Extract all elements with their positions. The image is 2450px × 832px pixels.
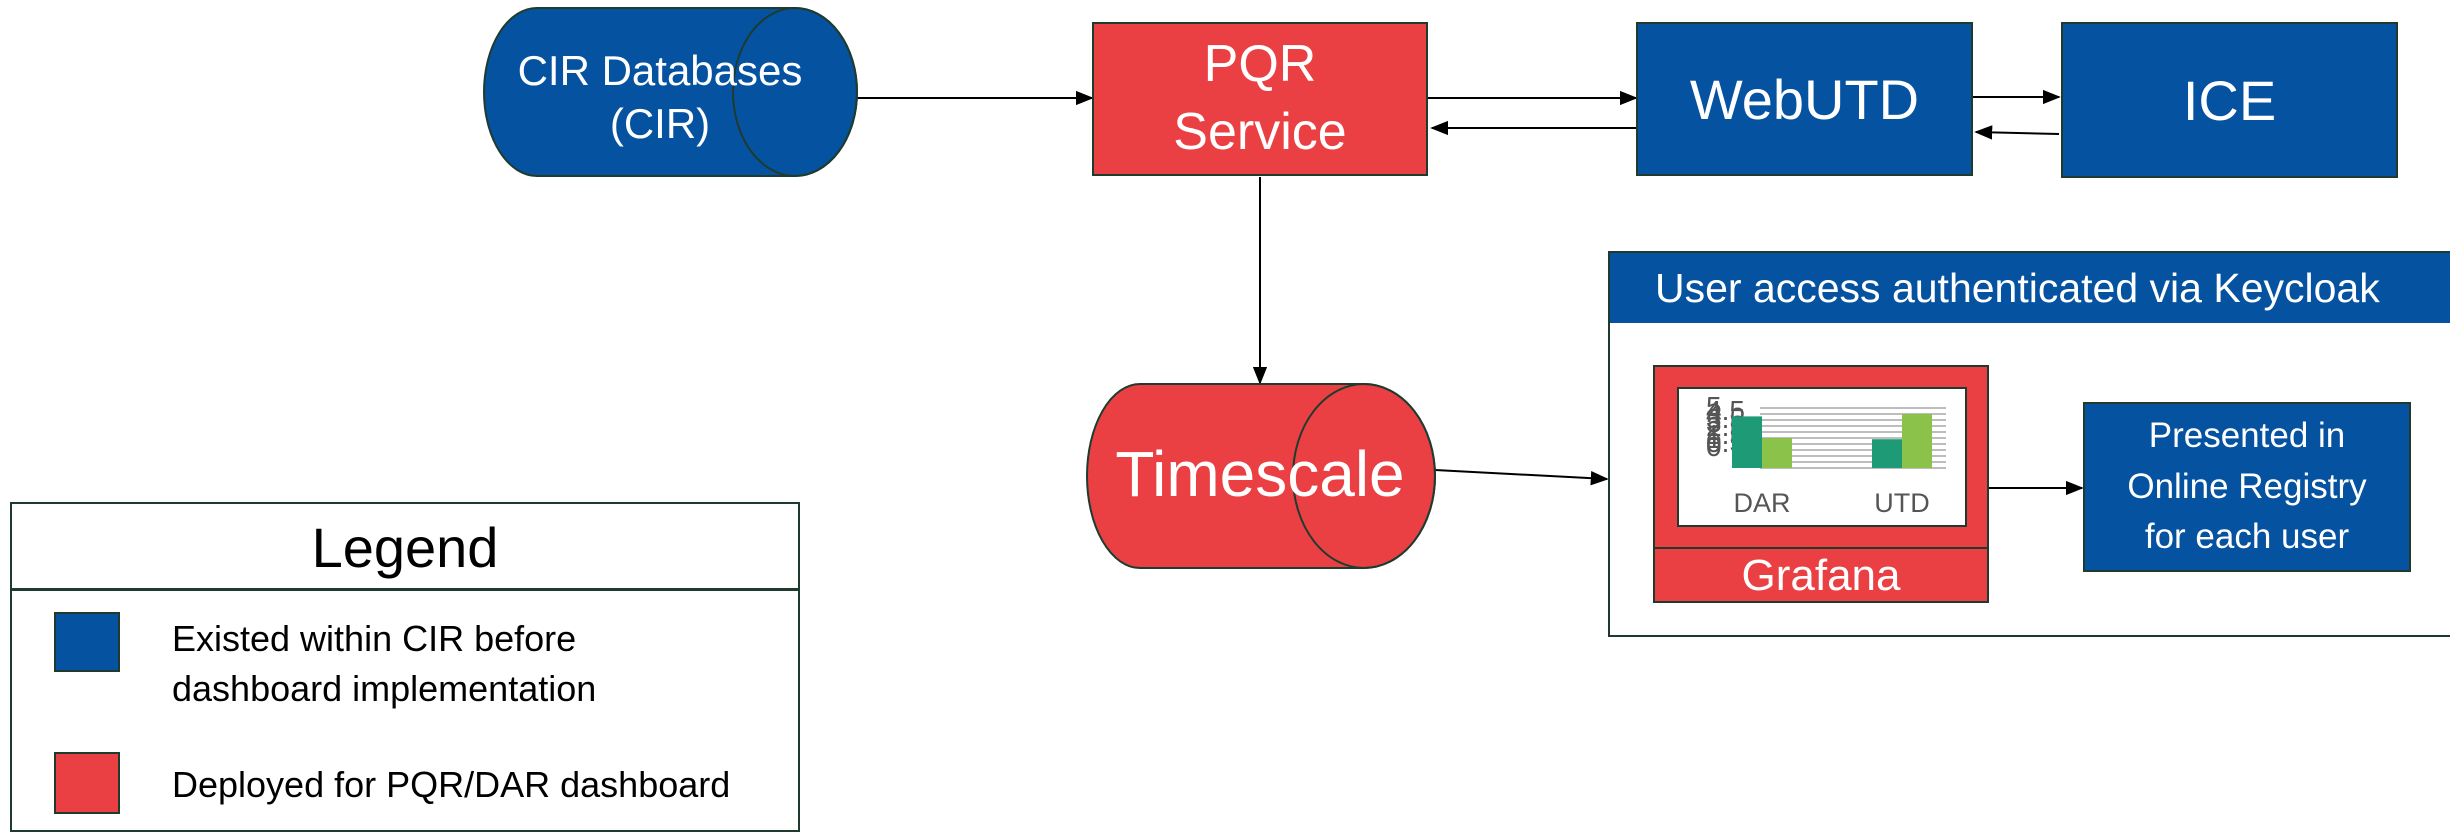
legend: Legend Existed within CIR before dashboa… <box>10 502 800 832</box>
legend-text-deployed: Deployed for PQR/DAR dashboard <box>172 760 730 810</box>
grafana-divider <box>1655 547 1987 549</box>
arrow-ice-to-webutd <box>1974 125 2060 140</box>
ice-box: ICE <box>2061 22 2398 178</box>
registry-line1: Presented in <box>2148 415 2346 455</box>
timescale-cylinder <box>1086 383 1436 569</box>
webutd-label: WebUTD <box>1689 67 1920 131</box>
legend-existing-line2: dashboard implementation <box>172 668 597 709</box>
registry-line2: Online Registry <box>2127 466 2367 506</box>
legend-title: Legend <box>12 508 798 591</box>
timescale-label: Timescale <box>1115 438 1405 510</box>
keycloak-container: User access authenticated via Keycloak <box>1608 251 2450 637</box>
arrow-timescale-to-keycloak <box>1434 469 1609 486</box>
legend-swatch-existing <box>54 612 120 672</box>
registry-line3: for each user <box>2144 517 2350 557</box>
cir-database-cylinder <box>483 7 858 177</box>
cir-line1: CIR Databases <box>517 47 803 94</box>
legend-text-existing: Existed within CIR before dashboard impl… <box>172 614 596 714</box>
online-registry-box: Presented in Online Registry for each us… <box>2083 402 2411 572</box>
keycloak-header: User access authenticated via Keycloak <box>1610 253 2450 323</box>
legend-deployed-line1: Deployed for PQR/DAR dashboard <box>172 764 731 805</box>
pqr-line1: PQR <box>1203 35 1317 94</box>
pqr-service-box: PQR Service <box>1092 22 1428 176</box>
legend-swatch-deployed <box>54 752 120 814</box>
cir-databases-label: CIR Databases (CIR) <box>490 45 830 150</box>
legend-existing-line1: Existed within CIR before <box>172 618 577 659</box>
grafana-label: Grafana <box>1741 551 1901 600</box>
pqr-line2: Service <box>1173 103 1347 161</box>
ice-label: ICE <box>2182 68 2277 132</box>
cir-line2: (CIR) <box>609 99 711 147</box>
webutd-box: WebUTD <box>1636 22 1973 176</box>
grafana-panel: Grafana <box>1653 365 1989 603</box>
grafana-chart-frame <box>1677 387 1967 527</box>
